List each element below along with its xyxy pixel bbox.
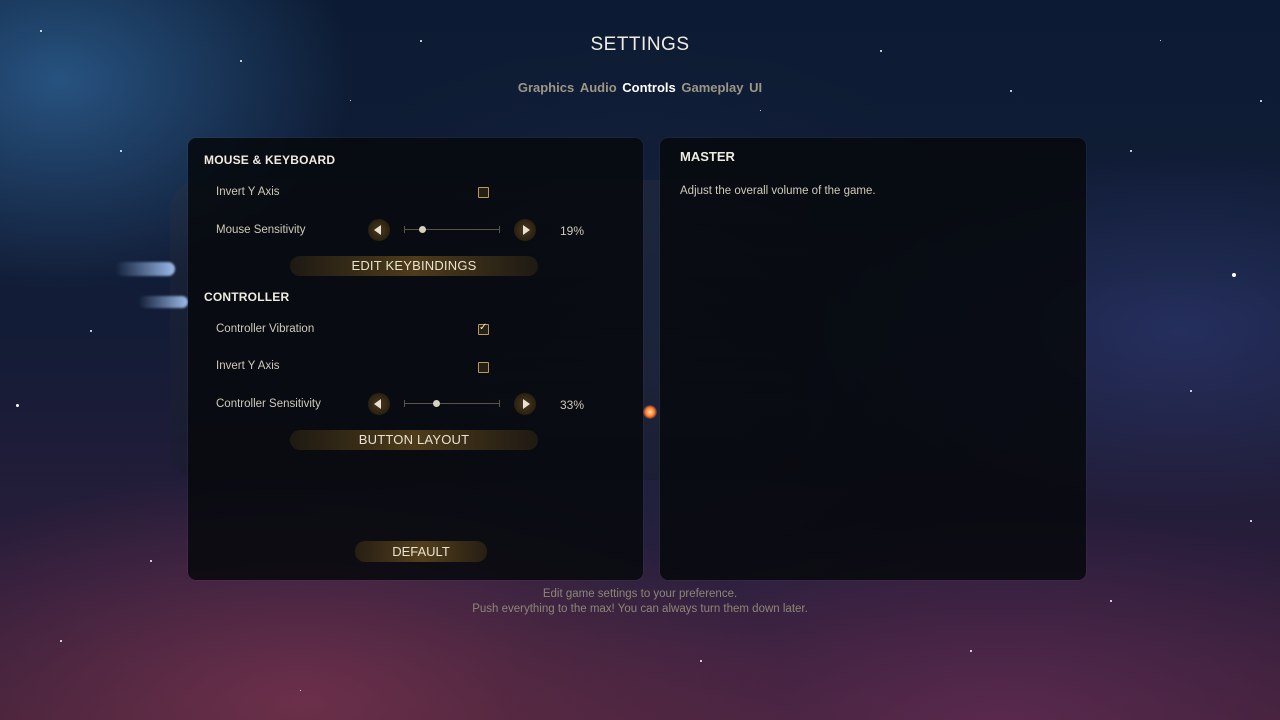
mouse-keyboard-heading: MOUSE & KEYBOARD	[204, 153, 336, 167]
controls-panel: MOUSE & KEYBOARD Invert Y Axis Mouse Sen…	[188, 138, 643, 580]
controller-sensitivity-track[interactable]	[404, 400, 500, 407]
controller-sensitivity-value: 33%	[560, 398, 585, 412]
controller-heading: CONTROLLER	[204, 290, 290, 304]
footer-line-1: Edit game settings to your preference.	[542, 588, 738, 600]
mouse-invert-y-checkbox[interactable]	[478, 187, 489, 198]
mouse-sensitivity-label: Mouse Sensitivity	[216, 224, 306, 236]
settings-tabs: Graphics Audio Controls Gameplay UI	[0, 80, 1280, 95]
tab-controls[interactable]: Controls	[622, 80, 676, 95]
footer-line-2: Push everything to the max! You can alwa…	[472, 603, 808, 615]
detail-panel: MASTER Adjust the overall volume of the …	[660, 138, 1086, 580]
tab-ui[interactable]: UI	[749, 80, 763, 95]
detail-description: Adjust the overall volume of the game.	[680, 185, 876, 197]
mouse-sensitivity-slider[interactable]	[368, 219, 536, 241]
detail-title: MASTER	[680, 149, 735, 164]
default-button[interactable]: DEFAULT	[355, 541, 487, 562]
controller-sensitivity-knob[interactable]	[432, 400, 440, 407]
controller-sensitivity-slider[interactable]	[368, 393, 536, 415]
tab-graphics[interactable]: Graphics	[517, 80, 575, 95]
controller-sensitivity-label: Controller Sensitivity	[216, 398, 321, 410]
tab-gameplay[interactable]: Gameplay	[681, 80, 744, 95]
mouse-sensitivity-value: 19%	[560, 224, 585, 238]
controller-invert-y-label: Invert Y Axis	[216, 360, 280, 372]
tab-audio[interactable]: Audio	[579, 80, 617, 95]
controller-vibration-checkbox[interactable]	[478, 322, 489, 335]
page-title: SETTINGS	[590, 34, 690, 55]
mouse-sensitivity-knob[interactable]	[419, 226, 427, 233]
controller-sensitivity-increase-icon[interactable]	[514, 393, 536, 415]
mouse-invert-y-label: Invert Y Axis	[216, 186, 280, 198]
edit-keybindings-button[interactable]: EDIT KEYBINDINGS	[290, 256, 538, 276]
button-layout-button[interactable]: BUTTON LAYOUT	[290, 430, 538, 450]
controller-vibration-label: Controller Vibration	[216, 323, 315, 335]
mouse-sensitivity-track[interactable]	[404, 226, 500, 233]
mouse-sensitivity-increase-icon[interactable]	[514, 219, 536, 241]
ship-light	[643, 405, 657, 419]
controller-invert-y-checkbox[interactable]	[478, 362, 489, 373]
mouse-sensitivity-decrease-icon[interactable]	[368, 219, 390, 241]
footer-hint: Edit game settings to your preference. P…	[0, 587, 1280, 617]
controller-sensitivity-decrease-icon[interactable]	[368, 393, 390, 415]
ship-thruster	[138, 296, 188, 308]
ship-thruster	[115, 262, 175, 276]
